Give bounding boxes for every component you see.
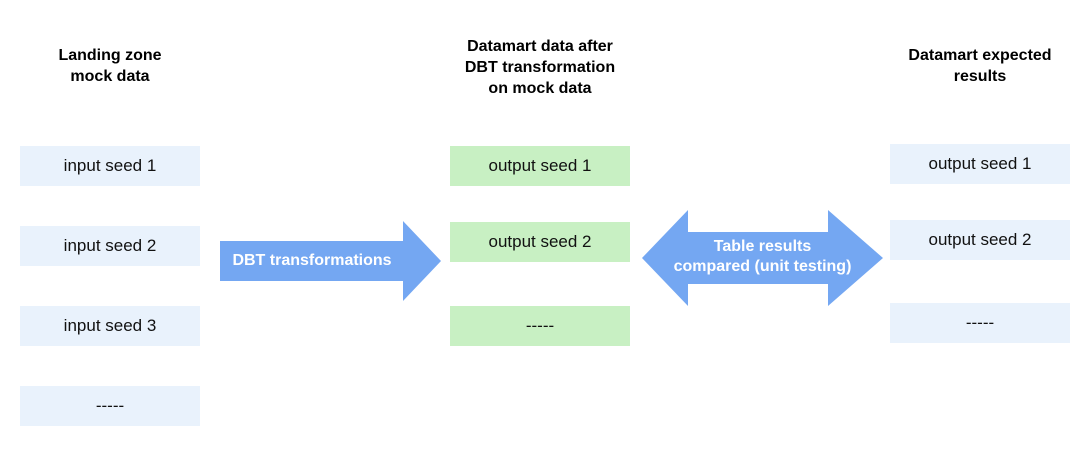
landing-zone-box-input-seed-3: input seed 3 [20, 306, 200, 346]
dbt-transformations-arrow-label: DBT transformations [232, 252, 392, 269]
datamart-box-ellipsis: ----- [450, 306, 630, 346]
column-title-datamart-expected: Datamart expected results [908, 47, 1052, 85]
expected-box-ellipsis: ----- [890, 303, 1070, 343]
dbt-transformations-arrow [220, 221, 441, 301]
datamart-box-output-seed-2: output seed 2 [450, 222, 630, 262]
comparison-double-arrow [642, 210, 883, 306]
column-title-landing-zone: Landing zone mock data [58, 47, 162, 85]
landing-zone-box-ellipsis: ----- [20, 386, 200, 426]
landing-zone-box-input-seed-1: input seed 1 [20, 146, 200, 186]
column-title-datamart-after-dbt: Datamart data after DBT transformation o… [464, 38, 616, 97]
comparison-arrow-label: Table results compared (unit testing) [673, 238, 852, 275]
expected-box-output-seed-2: output seed 2 [890, 220, 1070, 260]
datamart-box-output-seed-1: output seed 1 [450, 146, 630, 186]
expected-box-output-seed-1: output seed 1 [890, 144, 1070, 184]
landing-zone-box-input-seed-2: input seed 2 [20, 226, 200, 266]
